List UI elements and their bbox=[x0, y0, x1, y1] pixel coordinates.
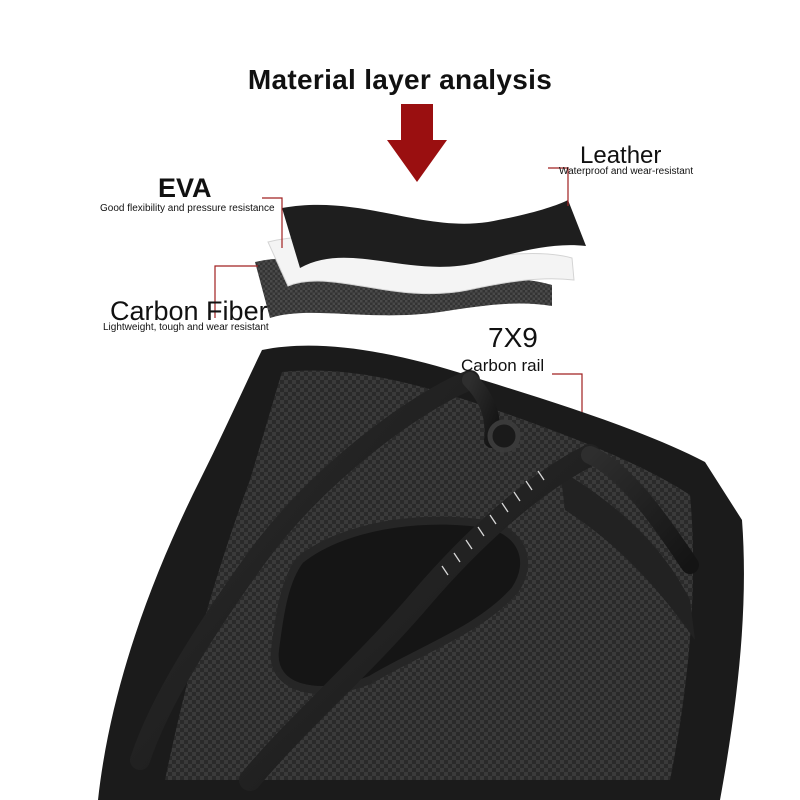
eva-description: Good flexibility and pressure resistance bbox=[100, 203, 275, 214]
rail-scale-marks bbox=[441, 470, 545, 576]
page-title: Material layer analysis bbox=[247, 64, 553, 95]
carbon-fiber-description: Lightweight, tough and wear resistant bbox=[103, 322, 269, 333]
carbon-fiber-label: Carbon Fiber bbox=[110, 296, 268, 326]
left-rail bbox=[130, 370, 480, 770]
down-arrow-icon bbox=[387, 104, 447, 182]
eva-label: EVA bbox=[158, 173, 212, 203]
leather-label: Leather bbox=[580, 142, 662, 169]
rail-label: Carbon rail bbox=[461, 356, 545, 375]
leather-description: Waterproof and wear-resistant bbox=[559, 166, 694, 177]
carbon-rails bbox=[130, 370, 699, 791]
leather-layer bbox=[282, 200, 586, 268]
material-layers bbox=[255, 200, 586, 318]
rail-spec-label: 7X9 bbox=[488, 322, 538, 353]
right-rail bbox=[239, 444, 601, 791]
